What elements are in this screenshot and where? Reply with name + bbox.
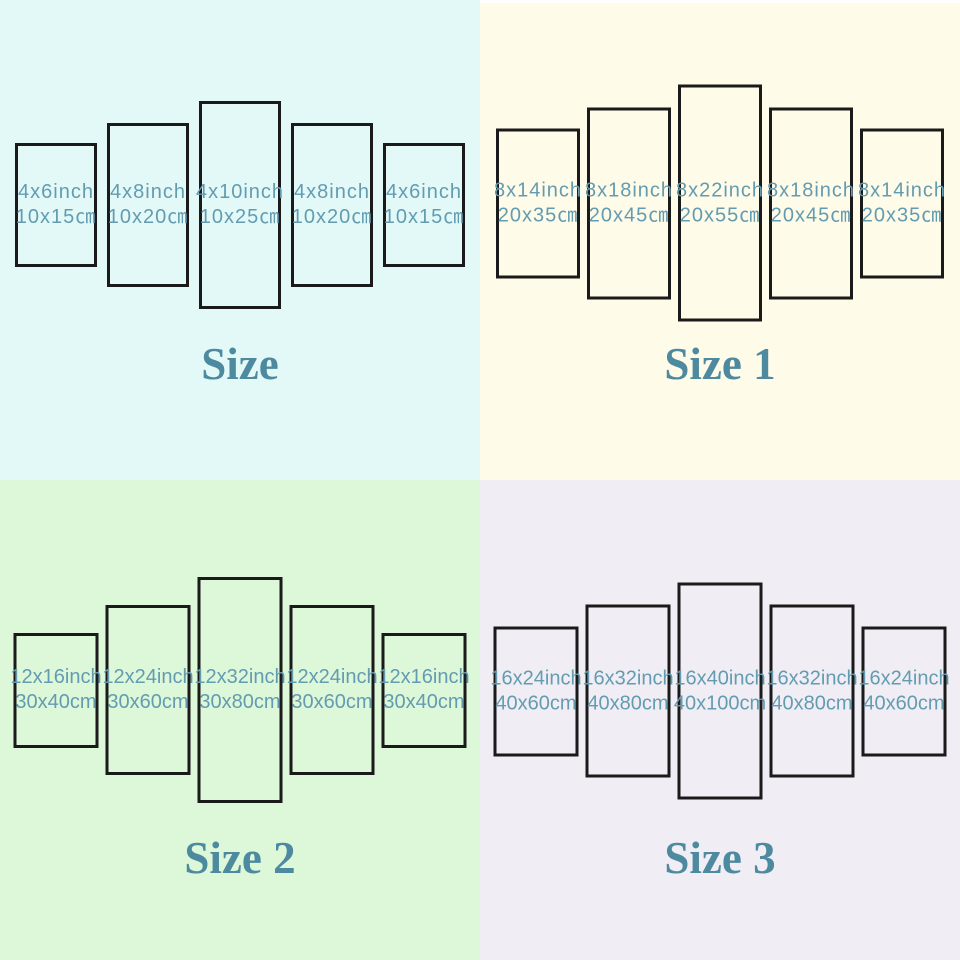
panel-size-label: 12x24inch 30x60cm	[102, 665, 193, 715]
panel-dimension-cm: 10x15㎝	[383, 206, 465, 228]
panel-dimension-inch: 8x18inch	[584, 179, 674, 201]
panel-dimension-inch: 4x8inch	[110, 181, 186, 203]
panel-dimension-inch: 4x6inch	[18, 181, 94, 203]
canvas-panel-4: 4x8inch 10x20㎝	[291, 123, 373, 287]
panel-dimension-cm: 40x80cm	[771, 692, 853, 714]
section-size-2: 12x16inch 30x40cm 12x24inch 30x60cm 12x3…	[0, 480, 480, 960]
panel-size-label: 8x18inch 20x45㎝	[767, 178, 855, 228]
canvas-panel-5: 8x14inch 20x35㎝	[858, 128, 946, 278]
panel-dimension-inch: 16x24inch	[858, 667, 950, 689]
panel-size-label: 16x24inch 40x60cm	[490, 666, 581, 716]
section-size-3: 16x24inch 40x60cm 16x32inch 40x80cm 16x4…	[480, 480, 960, 960]
panel-size-label: 4x8inch 10x20㎝	[292, 180, 373, 230]
panel-size-label: 4x10inch 10x25㎝	[196, 180, 284, 230]
panel-size-label: 12x24inch 30x60cm	[286, 665, 377, 715]
section-title: Size 3	[664, 833, 776, 883]
canvas-panel-5: 16x24inch 40x60cm	[858, 626, 950, 756]
canvas-panel-4: 12x24inch 30x60cm	[286, 605, 378, 775]
canvas-panel-3: 4x10inch 10x25㎝	[196, 101, 284, 309]
panel-dimension-inch: 8x18inch	[766, 179, 856, 201]
panel-dimension-inch: 12x24inch	[102, 666, 194, 688]
top-edge-strip	[480, 0, 960, 3]
panel-dimension-cm: 20x45㎝	[770, 204, 852, 226]
canvas-panel-2: 8x18inch 20x45㎝	[585, 107, 673, 299]
panel-dimension-cm: 40x100cm	[673, 692, 767, 714]
canvas-panel-2: 4x8inch 10x20㎝	[107, 123, 189, 287]
panel-dimension-cm: 30x80cm	[199, 691, 281, 713]
panel-dimension-inch: 8x14inch	[857, 179, 947, 201]
canvas-panel-5: 12x16inch 30x40cm	[378, 632, 470, 748]
canvas-panel-1: 16x24inch 40x60cm	[490, 626, 582, 756]
panel-size-label: 4x6inch 10x15㎝	[16, 180, 97, 230]
panel-dimension-inch: 12x24inch	[286, 666, 378, 688]
panel-size-label: 8x14inch 20x35㎝	[858, 178, 946, 228]
panel-dimension-cm: 20x35㎝	[497, 204, 579, 226]
panel-dimension-inch: 4x6inch	[386, 181, 462, 203]
panel-size-label: 12x16inch 30x40cm	[378, 665, 469, 715]
panel-dimension-inch: 8x22inch	[675, 179, 765, 201]
panel-dimension-inch: 16x32inch	[766, 667, 858, 689]
canvas-panel-1: 8x14inch 20x35㎝	[494, 128, 582, 278]
panel-dimension-inch: 12x16inch	[10, 666, 102, 688]
panel-size-label: 12x16inch 30x40cm	[10, 665, 101, 715]
panel-dimension-inch: 16x32inch	[582, 667, 674, 689]
panel-size-label: 16x32inch 40x80cm	[582, 666, 673, 716]
panel-row: 16x24inch 40x60cm 16x32inch 40x80cm 16x4…	[490, 582, 950, 800]
panel-dimension-inch: 4x8inch	[294, 181, 370, 203]
panel-dimension-cm: 20x45㎝	[588, 204, 670, 226]
panel-size-label: 16x24inch 40x60cm	[858, 666, 949, 716]
panel-size-label: 4x6inch 10x15㎝	[384, 180, 465, 230]
panel-dimension-cm: 10x15㎝	[15, 206, 97, 228]
panel-size-label: 12x32inch 30x80cm	[194, 665, 285, 715]
canvas-panel-4: 16x32inch 40x80cm	[766, 604, 858, 778]
canvas-panel-1: 12x16inch 30x40cm	[10, 632, 102, 748]
panel-dimension-cm: 30x60cm	[107, 691, 189, 713]
panel-dimension-inch: 8x14inch	[493, 179, 583, 201]
panel-dimension-cm: 10x20㎝	[107, 206, 189, 228]
canvas-panel-2: 16x32inch 40x80cm	[582, 604, 674, 778]
panel-size-label: 8x18inch 20x45㎝	[585, 178, 673, 228]
panel-dimension-inch: 12x16inch	[378, 666, 470, 688]
canvas-panel-3: 16x40inch 40x100cm	[674, 582, 766, 800]
section-title: Size	[201, 339, 279, 389]
section-title: Size 2	[184, 833, 296, 883]
panel-dimension-cm: 40x60cm	[495, 692, 577, 714]
canvas-panel-3: 12x32inch 30x80cm	[194, 577, 286, 803]
panel-size-label: 8x14inch 20x35㎝	[494, 178, 582, 228]
section-size: 4x6inch 10x15㎝ 4x8inch 10x20㎝ 4x10inch 1…	[0, 0, 480, 480]
panel-size-label: 16x40inch 40x100cm	[674, 666, 766, 716]
panel-size-label: 8x22inch 20x55㎝	[676, 178, 764, 228]
section-title: Size 1	[664, 339, 776, 389]
panel-row: 4x6inch 10x15㎝ 4x8inch 10x20㎝ 4x10inch 1…	[15, 101, 465, 309]
section-size-1: 8x14inch 20x35㎝ 8x18inch 20x45㎝ 8x22inch…	[480, 0, 960, 480]
panel-dimension-cm: 10x20㎝	[291, 206, 373, 228]
panel-dimension-cm: 30x60cm	[291, 691, 373, 713]
canvas-panel-5: 4x6inch 10x15㎝	[383, 143, 465, 267]
panel-dimension-inch: 16x24inch	[490, 667, 582, 689]
panel-dimension-inch: 12x32inch	[194, 666, 286, 688]
panel-dimension-cm: 30x40cm	[15, 691, 97, 713]
panel-size-label: 4x8inch 10x20㎝	[108, 180, 189, 230]
panel-dimension-cm: 40x60cm	[863, 692, 945, 714]
panel-dimension-inch: 4x10inch	[195, 181, 285, 203]
panel-dimension-cm: 30x40cm	[383, 691, 465, 713]
panel-dimension-cm: 10x25㎝	[199, 206, 281, 228]
panel-dimension-cm: 20x35㎝	[861, 204, 943, 226]
canvas-panel-1: 4x6inch 10x15㎝	[15, 143, 97, 267]
panel-dimension-inch: 16x40inch	[674, 667, 766, 689]
panel-dimension-cm: 40x80cm	[587, 692, 669, 714]
panel-row: 8x14inch 20x35㎝ 8x18inch 20x45㎝ 8x22inch…	[494, 84, 946, 322]
panel-row: 12x16inch 30x40cm 12x24inch 30x60cm 12x3…	[10, 577, 470, 803]
canvas-panel-3: 8x22inch 20x55㎝	[676, 84, 764, 322]
panel-size-label: 16x32inch 40x80cm	[766, 666, 857, 716]
canvas-panel-4: 8x18inch 20x45㎝	[767, 107, 855, 299]
canvas-panel-2: 12x24inch 30x60cm	[102, 605, 194, 775]
panel-dimension-cm: 20x55㎝	[679, 204, 761, 226]
